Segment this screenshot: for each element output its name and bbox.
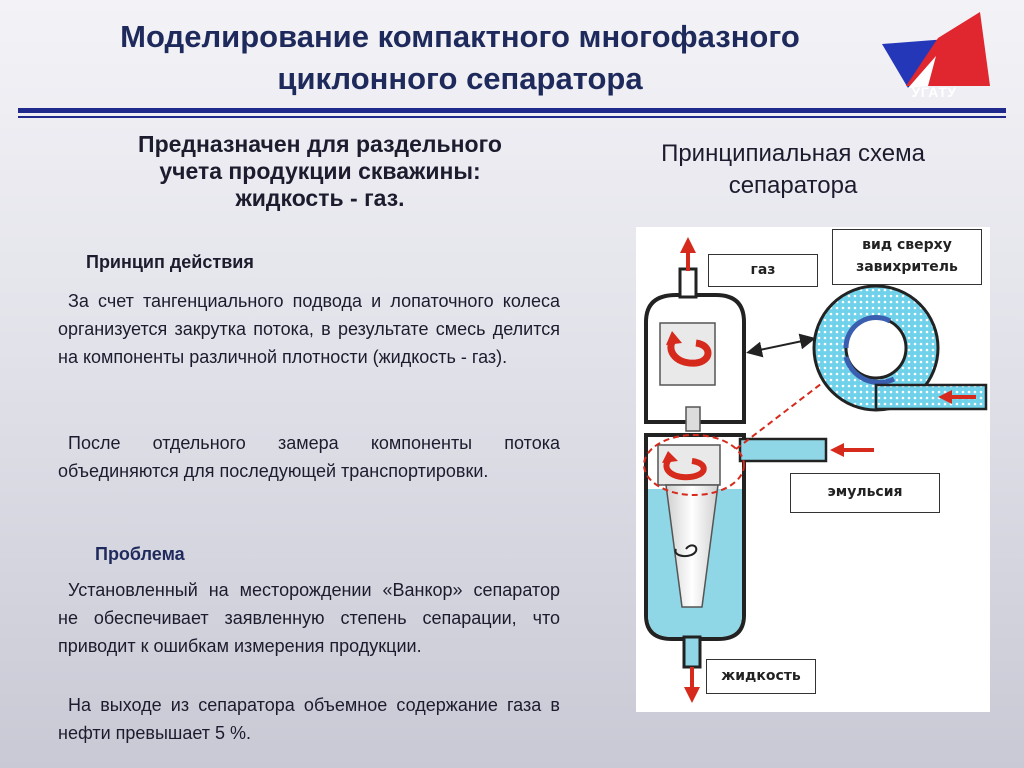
ugatu-logo (882, 12, 990, 88)
liquid-outlet-pipe (682, 635, 702, 669)
gas-label: газ (708, 254, 818, 287)
logo-text: УГАТУ (911, 84, 957, 100)
principle-paragraph-2: После отдельного замера компоненты поток… (58, 433, 560, 481)
principle-paragraph-1: За счет тангенциального подвода и лопато… (58, 291, 560, 367)
liquid-arrow (684, 687, 700, 703)
gas-arrow (680, 237, 696, 253)
header-rule (18, 108, 1006, 113)
title-line-2: циклонного сепаратора (277, 61, 643, 96)
purpose-line-3: жидкость - газ. (235, 185, 405, 211)
header-rule-thin (18, 116, 1006, 118)
top-view-label-line-2: завихритель (856, 259, 958, 275)
top-view-label-line-1: вид сверху (862, 237, 952, 253)
liquid-label: жидкость (706, 659, 816, 694)
top-view-label: вид сверху завихритель (832, 229, 982, 285)
riser-pipe (685, 406, 701, 432)
emulsion-inlet-pipe (738, 437, 828, 463)
problem-paragraph-1: Установленный на месторождении «Ванкор» … (58, 580, 560, 656)
swirler-highlight (643, 434, 745, 496)
emulsion-arrow (830, 443, 844, 457)
purpose-text: Предназначен для раздельного учета проду… (70, 131, 570, 212)
problem-heading: Проблема (95, 544, 185, 564)
problem-paragraph-2: На выходе из сепаратора объемное содержа… (58, 695, 560, 743)
separator-schematic (643, 237, 988, 703)
principle-heading: Принцип действия (86, 252, 254, 272)
title-line-1: Моделирование компактного многофазного (120, 19, 800, 54)
gas-outlet-pipe (678, 267, 698, 299)
emulsion-label: эмульсия (790, 473, 940, 513)
schema-title: Принципиальная схема сепаратора (610, 138, 976, 202)
separator-diagram: газ вид сверху завихритель эмульсия жидк… (636, 227, 990, 712)
purpose-line-1: Предназначен для раздельного (138, 131, 502, 157)
view-connector (746, 333, 816, 358)
schema-title-line-2: сепаратора (728, 172, 858, 199)
page-title: Моделирование компактного многофазного ц… (40, 16, 880, 100)
purpose-line-2: учета продукции скважины: (159, 158, 481, 184)
schema-title-line-1: Принципиальная схема (661, 140, 925, 167)
